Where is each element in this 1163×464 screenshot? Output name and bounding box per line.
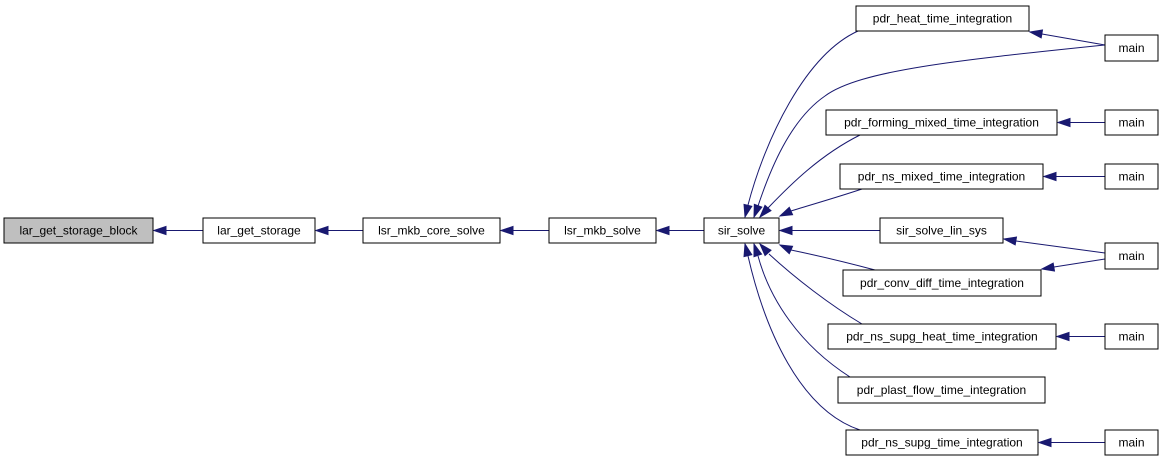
node-main-3[interactable]: main bbox=[1104, 163, 1159, 190]
arrowhead-icon bbox=[758, 242, 772, 257]
node-label: pdr_heat_time_integration bbox=[873, 12, 1012, 26]
arrowhead-icon bbox=[1040, 262, 1056, 272]
node-label: sir_solve bbox=[718, 224, 766, 238]
edge-n9-to-n4 bbox=[778, 244, 876, 271]
edge-n5-to-n4 bbox=[743, 30, 859, 219]
node-main-6[interactable]: main bbox=[1104, 429, 1159, 456]
edge-m4-to-n9 bbox=[1040, 258, 1106, 272]
arrowhead-icon bbox=[1042, 171, 1057, 182]
node-label: pdr_ns_supg_time_integration bbox=[861, 436, 1022, 450]
node-main-2[interactable]: main bbox=[1104, 109, 1159, 136]
node-label: pdr_conv_diff_time_integration bbox=[860, 276, 1024, 290]
node-label: main bbox=[1118, 116, 1144, 130]
arrowhead-icon bbox=[778, 206, 794, 217]
arrowhead-icon bbox=[314, 225, 329, 236]
edge-line bbox=[757, 44, 1106, 207]
node-main-1[interactable]: main bbox=[1104, 34, 1159, 62]
node-label: main bbox=[1118, 41, 1144, 55]
node-lsr-mkb-solve[interactable]: lsr_mkb_solve bbox=[548, 217, 657, 244]
edge-n4-to-n3 bbox=[655, 225, 704, 236]
node-label: pdr_forming_mixed_time_integration bbox=[844, 116, 1039, 130]
node-label: pdr_ns_supg_heat_time_integration bbox=[846, 330, 1037, 344]
node-main-5[interactable]: main bbox=[1104, 323, 1159, 350]
node-label: lsr_mkb_core_solve bbox=[378, 224, 485, 238]
node-label: main bbox=[1118, 249, 1144, 263]
edge-m3-to-n7 bbox=[1042, 171, 1105, 182]
node-label: lsr_mkb_solve bbox=[564, 224, 641, 238]
node-sir-solve[interactable]: sir_solve bbox=[703, 217, 780, 244]
node-lar-get-storage[interactable]: lar_get_storage bbox=[202, 217, 316, 244]
edge-line bbox=[757, 255, 851, 378]
node-pdr-ns-mixed-time-integration[interactable]: pdr_ns_mixed_time_integration bbox=[839, 163, 1044, 190]
node-pdr-plast-flow-time-integration[interactable]: pdr_plast_flow_time_integration bbox=[837, 376, 1046, 404]
arrowhead-icon bbox=[753, 203, 763, 219]
edge-n10-to-n4 bbox=[758, 242, 863, 325]
arrowhead-icon bbox=[743, 242, 753, 258]
arrowhead-icon bbox=[1037, 437, 1052, 448]
edges-layer bbox=[152, 29, 1106, 448]
arrowhead-icon bbox=[753, 242, 763, 258]
arrowhead-icon bbox=[1056, 117, 1071, 128]
edge-m5-to-n10 bbox=[1055, 331, 1105, 342]
node-lar-get-storage-block[interactable]: lar_get_storage_block bbox=[3, 217, 154, 244]
edge-n8-to-n4 bbox=[778, 225, 880, 236]
node-label: main bbox=[1118, 170, 1144, 184]
arrowhead-icon bbox=[499, 225, 514, 236]
arrowhead-icon bbox=[1002, 236, 1018, 246]
arrowhead-icon bbox=[152, 225, 167, 236]
nodes-layer: lar_get_storage_block lar_get_storage ls… bbox=[3, 5, 1159, 456]
edge-line bbox=[1053, 258, 1106, 268]
arrowhead-icon bbox=[758, 204, 772, 219]
arrowhead-icon bbox=[778, 244, 794, 255]
node-main-4[interactable]: main bbox=[1104, 242, 1159, 270]
edge-m4-to-n8 bbox=[1002, 236, 1106, 254]
edge-line bbox=[767, 134, 861, 209]
arrowhead-icon bbox=[1028, 29, 1044, 39]
node-label: sir_solve_lin_sys bbox=[896, 224, 987, 238]
node-label: main bbox=[1118, 436, 1144, 450]
edge-n2-to-n1 bbox=[314, 225, 363, 236]
node-pdr-heat-time-integration[interactable]: pdr_heat_time_integration bbox=[855, 5, 1030, 32]
node-sir-solve-lin-sys[interactable]: sir_solve_lin_sys bbox=[879, 217, 1004, 244]
node-pdr-ns-supg-heat-time-integration[interactable]: pdr_ns_supg_heat_time_integration bbox=[827, 323, 1057, 350]
edge-m6-to-n12 bbox=[1037, 437, 1105, 448]
node-label: pdr_plast_flow_time_integration bbox=[857, 383, 1026, 397]
edge-n1-to-n0 bbox=[152, 225, 203, 236]
edge-n7-to-n4 bbox=[778, 188, 863, 217]
edge-m1-to-n5 bbox=[1028, 29, 1106, 46]
node-lsr-mkb-core-solve[interactable]: lsr_mkb_core_solve bbox=[362, 217, 501, 244]
arrowhead-icon bbox=[1055, 331, 1070, 342]
edge-line bbox=[1015, 240, 1106, 254]
edge-line bbox=[790, 188, 863, 212]
edge-n6-to-n4 bbox=[758, 134, 861, 219]
node-pdr-ns-supg-time-integration[interactable]: pdr_ns_supg_time_integration bbox=[845, 429, 1039, 456]
edge-line bbox=[768, 253, 863, 325]
node-pdr-forming-mixed-time-integration[interactable]: pdr_forming_mixed_time_integration bbox=[825, 109, 1058, 136]
edge-n3-to-n2 bbox=[499, 225, 549, 236]
arrowhead-icon bbox=[655, 225, 670, 236]
edge-m2-to-n6 bbox=[1056, 117, 1105, 128]
node-label: main bbox=[1118, 330, 1144, 344]
arrowhead-icon bbox=[778, 225, 793, 236]
node-label: pdr_ns_mixed_time_integration bbox=[858, 170, 1025, 184]
edge-line bbox=[790, 249, 876, 271]
node-pdr-conv-diff-time-integration[interactable]: pdr_conv_diff_time_integration bbox=[842, 269, 1042, 297]
edge-n11-to-n4 bbox=[753, 242, 851, 378]
node-label: lar_get_storage bbox=[217, 224, 301, 238]
edge-m1-to-n4 bbox=[753, 44, 1106, 219]
arrowhead-icon bbox=[743, 203, 753, 219]
edge-n12-to-n4 bbox=[743, 242, 861, 431]
edge-line bbox=[747, 255, 861, 431]
edge-line bbox=[747, 30, 859, 206]
node-label: lar_get_storage_block bbox=[19, 224, 138, 238]
edge-line bbox=[1041, 33, 1106, 46]
